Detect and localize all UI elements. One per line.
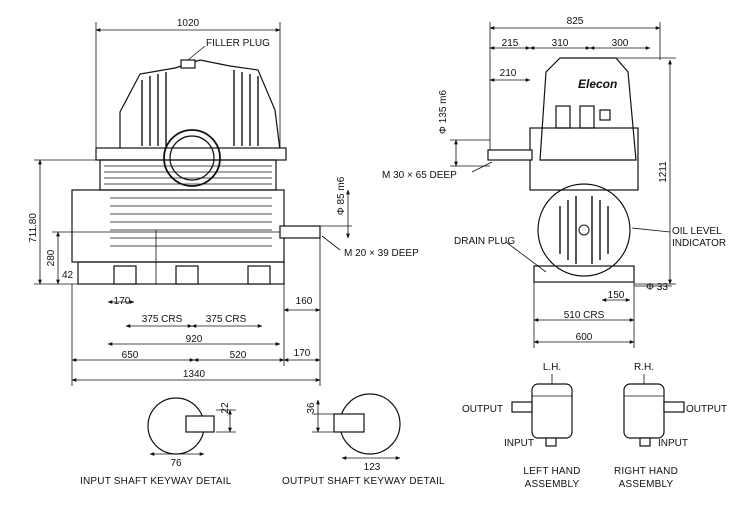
end-base [533,265,635,283]
filler-plug [180,59,196,69]
dim-foot-170: 170 [114,296,131,307]
label-shaft-dia-85: Φ 85 m6 [336,176,347,215]
dim-height-1211: 1211 [658,161,669,183]
end-view: Elecon 825 215 310 300 210 [382,16,726,348]
dim-span-170: 170 [294,348,311,359]
dim-crs-375-left: 375 CRS [142,314,183,325]
dim-key-22: 22 [220,402,231,414]
housing-ribs [141,70,259,146]
rh-input-label: INPUT [658,438,688,449]
rh-output-shaft [663,401,685,413]
dim-dia-135: Φ 135 m6 [438,90,449,135]
end-output-shaft [487,149,533,161]
foot-3 [247,265,271,285]
lh-body [531,383,573,439]
dim-overall-height: 1020 [177,18,200,29]
rh-input-shaft [639,437,651,447]
label-tap-m20: M 20 × 39 DEEP [344,248,419,259]
rh-hand-label: R.H. [634,362,654,373]
end-body [529,127,639,191]
label-oil-level-2: INDICATOR [672,238,726,249]
input-shaft [279,225,321,239]
fan-grille [559,196,609,264]
dim-span-920: 920 [186,334,203,345]
foot-2 [175,265,199,285]
dim-height-71180: 711.80 [28,213,39,243]
body-fins [104,165,272,185]
lh-output-label: OUTPUT [462,404,503,415]
left-hand-assembly: L.H. OUTPUT INPUT LEFT HAND ASSEMBLY [462,362,580,490]
dim-span-650: 650 [122,350,139,361]
dim-height-280: 280 [46,249,57,266]
foot-1 [113,265,137,285]
gear-case [71,189,285,263]
end-upper-housing [539,57,637,161]
lh-output-shaft [511,401,533,413]
caption-output-keyway: OUTPUT SHAFT KEYWAY DETAIL [282,476,445,487]
dim-width-825: 825 [567,16,584,27]
right-hand-assembly: R.H. OUTPUT INPUT RIGHT HAND ASSEMBLY [614,362,727,490]
dim-w-310: 310 [552,38,569,49]
rh-output-label: OUTPUT [686,404,727,415]
dim-key-76: 76 [170,458,182,469]
dim-crs-375-right: 375 CRS [206,314,247,325]
dim-dia-33: Φ 33 [646,282,668,293]
rh-caption-1: RIGHT HAND [614,466,678,477]
dim-span-160: 160 [296,296,313,307]
dim-w-210: 210 [500,68,517,79]
upper-housing [119,59,281,151]
dim-w-150: 150 [608,290,625,301]
side-view: 1020 FILLER PLUG 711.80 280 42 Φ 85 m6 M… [28,18,419,386]
input-keyway-detail: 22 76 INPUT SHAFT KEYWAY DETAIL [80,397,236,487]
dim-w-215: 215 [502,38,519,49]
case-fins [110,197,272,247]
output-key [333,413,365,433]
lh-caption-1: LEFT HAND [523,466,580,477]
rh-caption-2: ASSEMBLY [619,479,674,490]
label-drain-plug: DRAIN PLUG [454,236,515,247]
lh-input-label: INPUT [504,438,534,449]
end-window-2 [579,105,595,129]
brand-logo: Elecon [578,77,617,91]
dim-w-300: 300 [612,38,629,49]
rh-body [623,383,665,439]
dim-key-36: 36 [306,402,317,414]
end-window-3 [599,109,611,121]
fan-cover [537,183,631,277]
lh-hand-label: L.H. [543,362,561,373]
dim-foot-42: 42 [62,270,74,281]
dim-w-600: 600 [576,332,593,343]
dim-key-123: 123 [364,462,381,473]
end-window-1 [555,105,571,129]
label-filler-plug: FILLER PLUG [206,38,270,49]
output-keyway-detail: 36 123 OUTPUT SHAFT KEYWAY DETAIL [282,393,445,487]
dim-crs-510: 510 CRS [564,310,605,321]
label-tap-m30: M 30 × 65 DEEP [382,170,457,181]
dim-overall-1340: 1340 [183,369,206,380]
lh-caption-2: ASSEMBLY [525,479,580,490]
input-key [185,415,215,433]
output-bore-inner [169,135,215,181]
label-oil-level-1: OIL LEVEL [672,226,722,237]
dim-span-520: 520 [230,350,247,361]
split-flange [95,147,287,161]
lh-input-shaft [545,437,557,447]
caption-input-keyway: INPUT SHAFT KEYWAY DETAIL [80,476,232,487]
output-bore [163,129,221,187]
